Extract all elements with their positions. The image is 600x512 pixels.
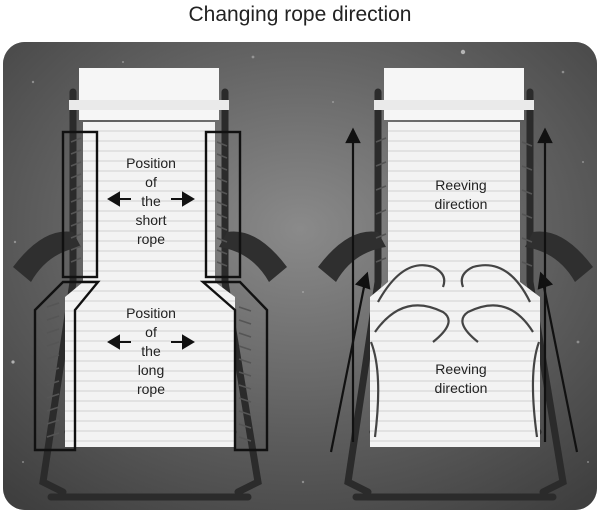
short-rope-label-line: the [141,193,161,209]
background-speckles [11,49,589,484]
reeving-direction-upper-label: Reeving direction [435,176,488,214]
long-rope-label-line: the [141,343,161,359]
short-rope-label-line: Position [126,155,176,171]
reeving-direction-lower-label: Reeving direction [435,360,488,398]
long-rope-box-left [33,280,101,452]
short-rope-label-line: rope [136,231,166,247]
reeving-label-line: direction [434,196,488,212]
long-rope-label-line: long [137,362,165,378]
reeving-arrows [329,127,579,453]
long-rope-label: Position of the long rope [126,304,176,399]
long-rope-label-line: Position [126,305,176,321]
diagram-title: Changing rope direction [188,3,412,26]
loose-ropes [369,264,541,438]
chair-photo: Position of the short rope Position of t… [3,42,597,510]
short-rope-box-left [61,130,99,279]
short-rope-label-line: of [145,174,157,190]
reeving-label-line: Reeving [435,361,487,377]
long-rope-box-right [199,280,269,452]
short-rope-box-right [204,130,242,279]
long-rope-label-line: of [145,324,157,340]
right-chair [318,68,593,501]
short-rope-label: Position of the short rope [126,154,176,249]
reeving-label-line: direction [434,380,488,396]
left-chair [13,68,287,501]
short-rope-label-line: short [135,212,167,228]
chair-illustration [3,42,597,510]
reeving-label-line: Reeving [435,177,487,193]
long-rope-label-line: rope [136,381,166,397]
